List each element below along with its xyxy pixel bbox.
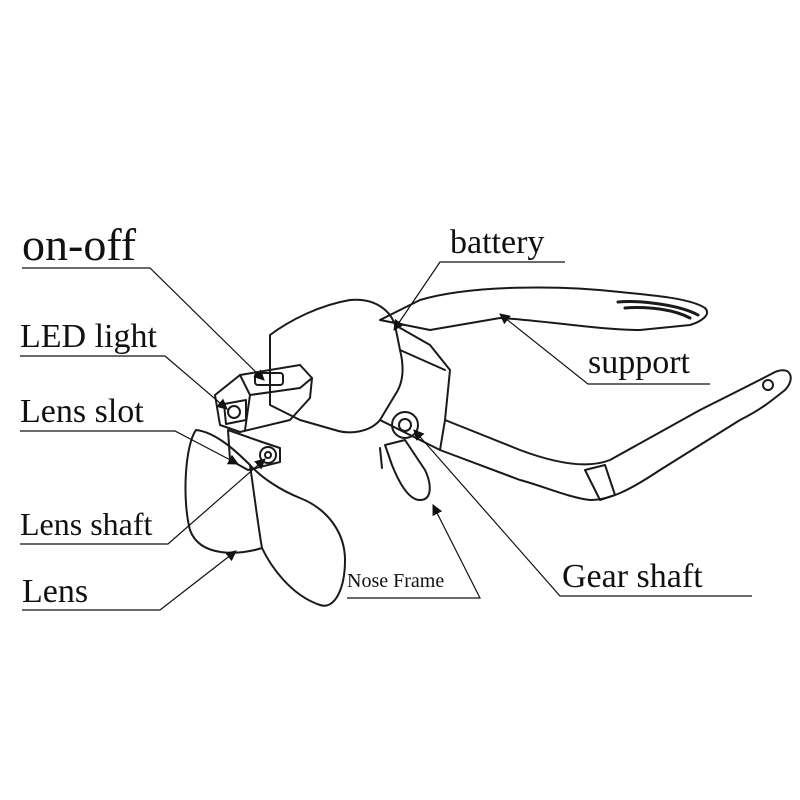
label-gear-shaft: Gear shaft [562, 558, 703, 595]
leader-lens-slot [20, 430, 239, 465]
label-support: support [588, 344, 690, 381]
leader-lens-shaft [20, 458, 266, 545]
label-lens-slot: Lens slot [20, 393, 144, 430]
label-battery: battery [450, 224, 545, 261]
label-nose-frame: Nose Frame [347, 570, 445, 592]
leader-led-light [20, 355, 228, 410]
label-lens-shaft: Lens shaft [20, 506, 153, 542]
nose-pad [384, 439, 431, 501]
leader-battery [393, 261, 565, 331]
gear-shaft-hub [391, 411, 419, 439]
label-on-off: on-off [22, 219, 137, 270]
leader-gear-shaft [413, 429, 752, 597]
lens-mount [227, 429, 281, 471]
label-lens: Lens [22, 573, 89, 610]
leader-nose-frame [347, 504, 481, 599]
leader-on-off [22, 267, 265, 381]
headlamp-block [214, 364, 313, 433]
leader-lens [22, 550, 237, 611]
support-arm-far [379, 286, 709, 331]
lens-plate [184, 429, 346, 607]
label-led-light: LED light [20, 318, 157, 355]
leader-support [499, 313, 710, 385]
support-arm-near [439, 369, 792, 501]
